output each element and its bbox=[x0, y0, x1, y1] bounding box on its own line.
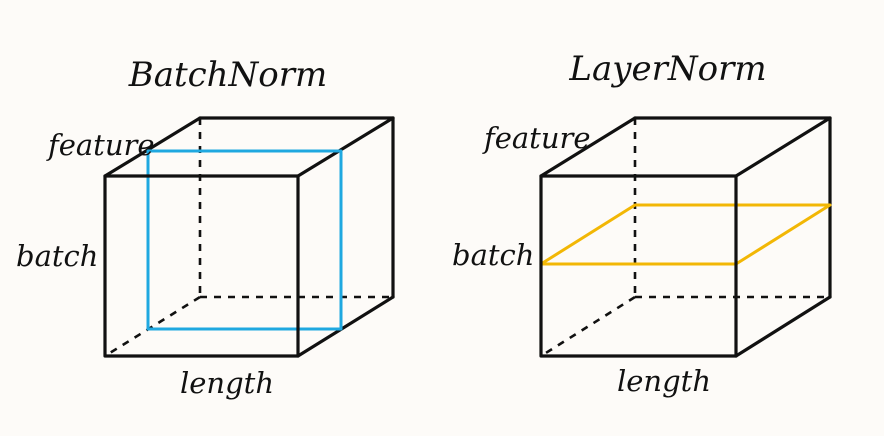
batchnorm-top-left-depth-edge bbox=[103, 116, 202, 178]
layernorm-highlight-plane bbox=[539, 203, 832, 266]
layernorm-front-face bbox=[539, 174, 738, 358]
batchnorm-top-right-depth-edge bbox=[296, 116, 395, 178]
batchnorm-bottom-right-depth-edge bbox=[296, 295, 395, 358]
batchnorm-title: BatchNorm bbox=[128, 55, 328, 95]
batchnorm-front-face bbox=[103, 174, 300, 358]
batchnorm-feature-label: feature bbox=[46, 128, 155, 162]
batchnorm-highlight-plane bbox=[146, 149, 343, 331]
layernorm-bottom-right-depth-edge bbox=[734, 295, 832, 358]
layernorm-top-right-depth-edge bbox=[734, 116, 832, 178]
batchnorm-length-label: length bbox=[180, 366, 274, 400]
layernorm-top-left-depth-edge bbox=[539, 116, 637, 178]
layernorm-panel: LayerNorm feature batch length bbox=[452, 49, 832, 398]
layernorm-hidden-depth-edge bbox=[540, 295, 636, 358]
layernorm-title: LayerNorm bbox=[568, 49, 766, 89]
layernorm-feature-label: feature bbox=[482, 121, 591, 155]
layernorm-length-label: length bbox=[617, 364, 711, 398]
layernorm-batch-label: batch bbox=[452, 238, 534, 272]
batchnorm-hidden-depth-edge bbox=[104, 295, 201, 358]
batchnorm-panel: BatchNorm feature batch length bbox=[16, 55, 395, 400]
batchnorm-batch-label: batch bbox=[16, 239, 98, 273]
